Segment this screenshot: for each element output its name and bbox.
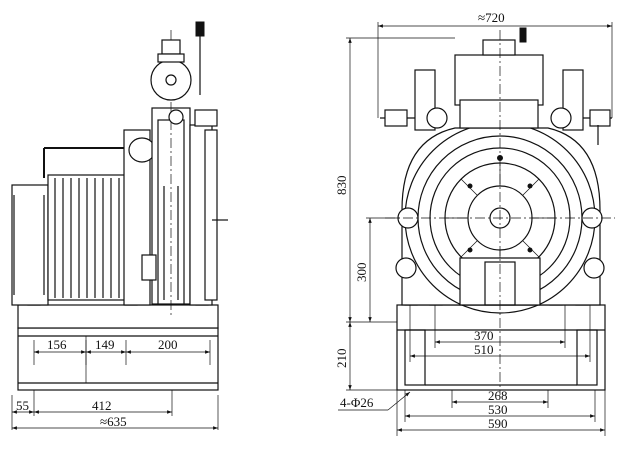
side-base-frame [17,327,219,391]
side-release-wheel [150,59,192,101]
front-motor-housing [401,127,601,306]
side-motor-end [11,184,49,306]
dim-156: 156 [47,337,67,352]
dim-830: 830 [334,176,349,196]
front-brake-box [454,54,544,106]
front-base-frame [396,304,606,391]
hole-callout: 4-Φ26 [340,395,374,410]
dim-412: 412 [92,398,112,413]
dim-720: ≈720 [478,10,505,25]
side-view [11,21,228,391]
dim-530: 530 [488,402,508,417]
front-view-dimensions: ≈720 830 300 210 370 510 268 530 [334,10,613,436]
dim-635: ≈635 [100,414,127,429]
dim-268: 268 [488,388,508,403]
dim-370: 370 [474,328,494,343]
dim-210: 210 [334,349,349,369]
front-view [380,27,615,395]
dim-149: 149 [95,337,115,352]
dim-55: 55 [16,398,29,413]
sheave-grooves [54,178,120,298]
dim-300: 300 [354,263,369,283]
dim-590: 590 [488,416,508,431]
side-view-dimensions: 156 149 200 55 412 ≈635 [11,337,219,430]
dim-200: 200 [158,337,178,352]
dim-510: 510 [474,342,494,357]
